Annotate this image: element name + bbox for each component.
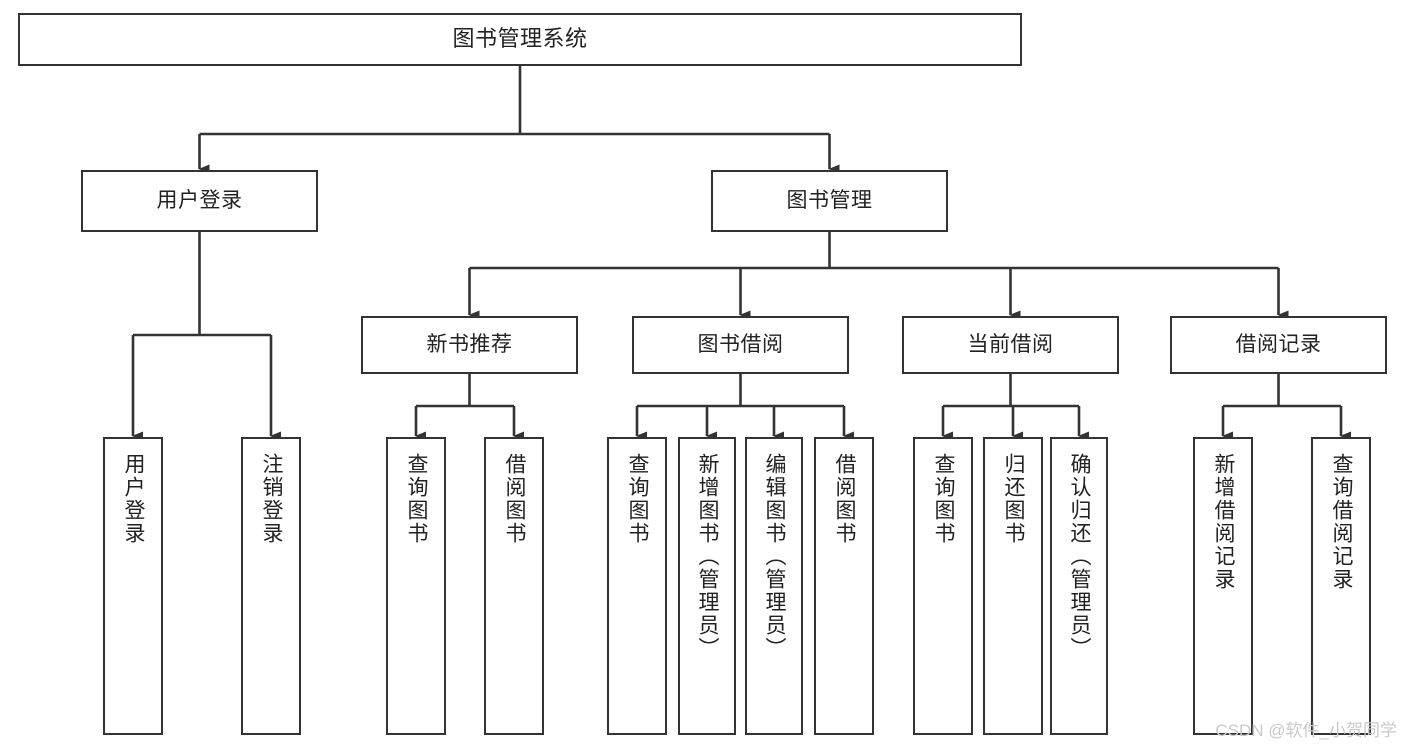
leaf-query-book-current-label: 查询图书 <box>932 453 956 545</box>
leaf-add-borrow-record[interactable]: 新增借阅记录 <box>1193 437 1253 735</box>
watermark: CSDN @软件_小贺同学 <box>1215 721 1397 740</box>
leaf-logout-label: 注销登录 <box>260 453 284 545</box>
leaf-borrow-book-label: 借阅图书 <box>833 453 857 545</box>
leaf-confirm-return-admin[interactable]: 确认归还（管理员） <box>1050 437 1108 735</box>
leaf-borrow-book-recommend-label: 借阅图书 <box>503 453 527 545</box>
node-book-management[interactable]: 图书管理 <box>711 170 948 232</box>
node-current-borrow[interactable]: 当前借阅 <box>902 316 1119 374</box>
leaf-add-book-admin[interactable]: 新增图书（管理员） <box>678 437 736 735</box>
leaf-logout[interactable]: 注销登录 <box>241 437 301 735</box>
leaf-add-book-admin-label: 新增图书（管理员） <box>696 453 720 660</box>
node-new-book-recommend[interactable]: 新书推荐 <box>361 316 578 374</box>
node-book-borrow[interactable]: 图书借阅 <box>632 316 849 374</box>
leaf-query-book[interactable]: 查询图书 <box>607 437 667 735</box>
node-new-book-recommend-label: 新书推荐 <box>426 333 513 357</box>
node-borrow-record-label: 借阅记录 <box>1235 333 1322 357</box>
leaf-query-book-recommend[interactable]: 查询图书 <box>386 437 446 735</box>
node-user-login-label: 用户登录 <box>156 189 243 213</box>
leaf-query-borrow-record-label: 查询借阅记录 <box>1330 453 1354 591</box>
leaf-edit-book-admin-label: 编辑图书（管理员） <box>763 453 787 660</box>
leaf-query-book-recommend-label: 查询图书 <box>405 453 429 545</box>
node-root-label: 图书管理系统 <box>452 26 588 52</box>
leaf-edit-book-admin[interactable]: 编辑图书（管理员） <box>745 437 803 735</box>
leaf-confirm-return-admin-label: 确认归还（管理员） <box>1068 453 1092 660</box>
node-current-borrow-label: 当前借阅 <box>967 333 1054 357</box>
node-user-login[interactable]: 用户登录 <box>81 170 318 232</box>
leaf-return-book[interactable]: 归还图书 <box>983 437 1043 735</box>
node-borrow-record[interactable]: 借阅记录 <box>1170 316 1387 374</box>
leaf-user-login[interactable]: 用户登录 <box>103 437 163 735</box>
node-book-management-label: 图书管理 <box>786 189 873 213</box>
leaf-borrow-book-recommend[interactable]: 借阅图书 <box>484 437 544 735</box>
leaf-return-book-label: 归还图书 <box>1002 453 1026 545</box>
node-root[interactable]: 图书管理系统 <box>18 13 1022 66</box>
leaf-user-login-label: 用户登录 <box>122 453 146 545</box>
leaf-query-book-current[interactable]: 查询图书 <box>913 437 973 735</box>
leaf-add-borrow-record-label: 新增借阅记录 <box>1212 453 1236 591</box>
leaf-query-borrow-record[interactable]: 查询借阅记录 <box>1311 437 1371 735</box>
leaf-query-book-label: 查询图书 <box>626 453 650 545</box>
node-book-borrow-label: 图书借阅 <box>697 333 784 357</box>
leaf-borrow-book[interactable]: 借阅图书 <box>814 437 874 735</box>
